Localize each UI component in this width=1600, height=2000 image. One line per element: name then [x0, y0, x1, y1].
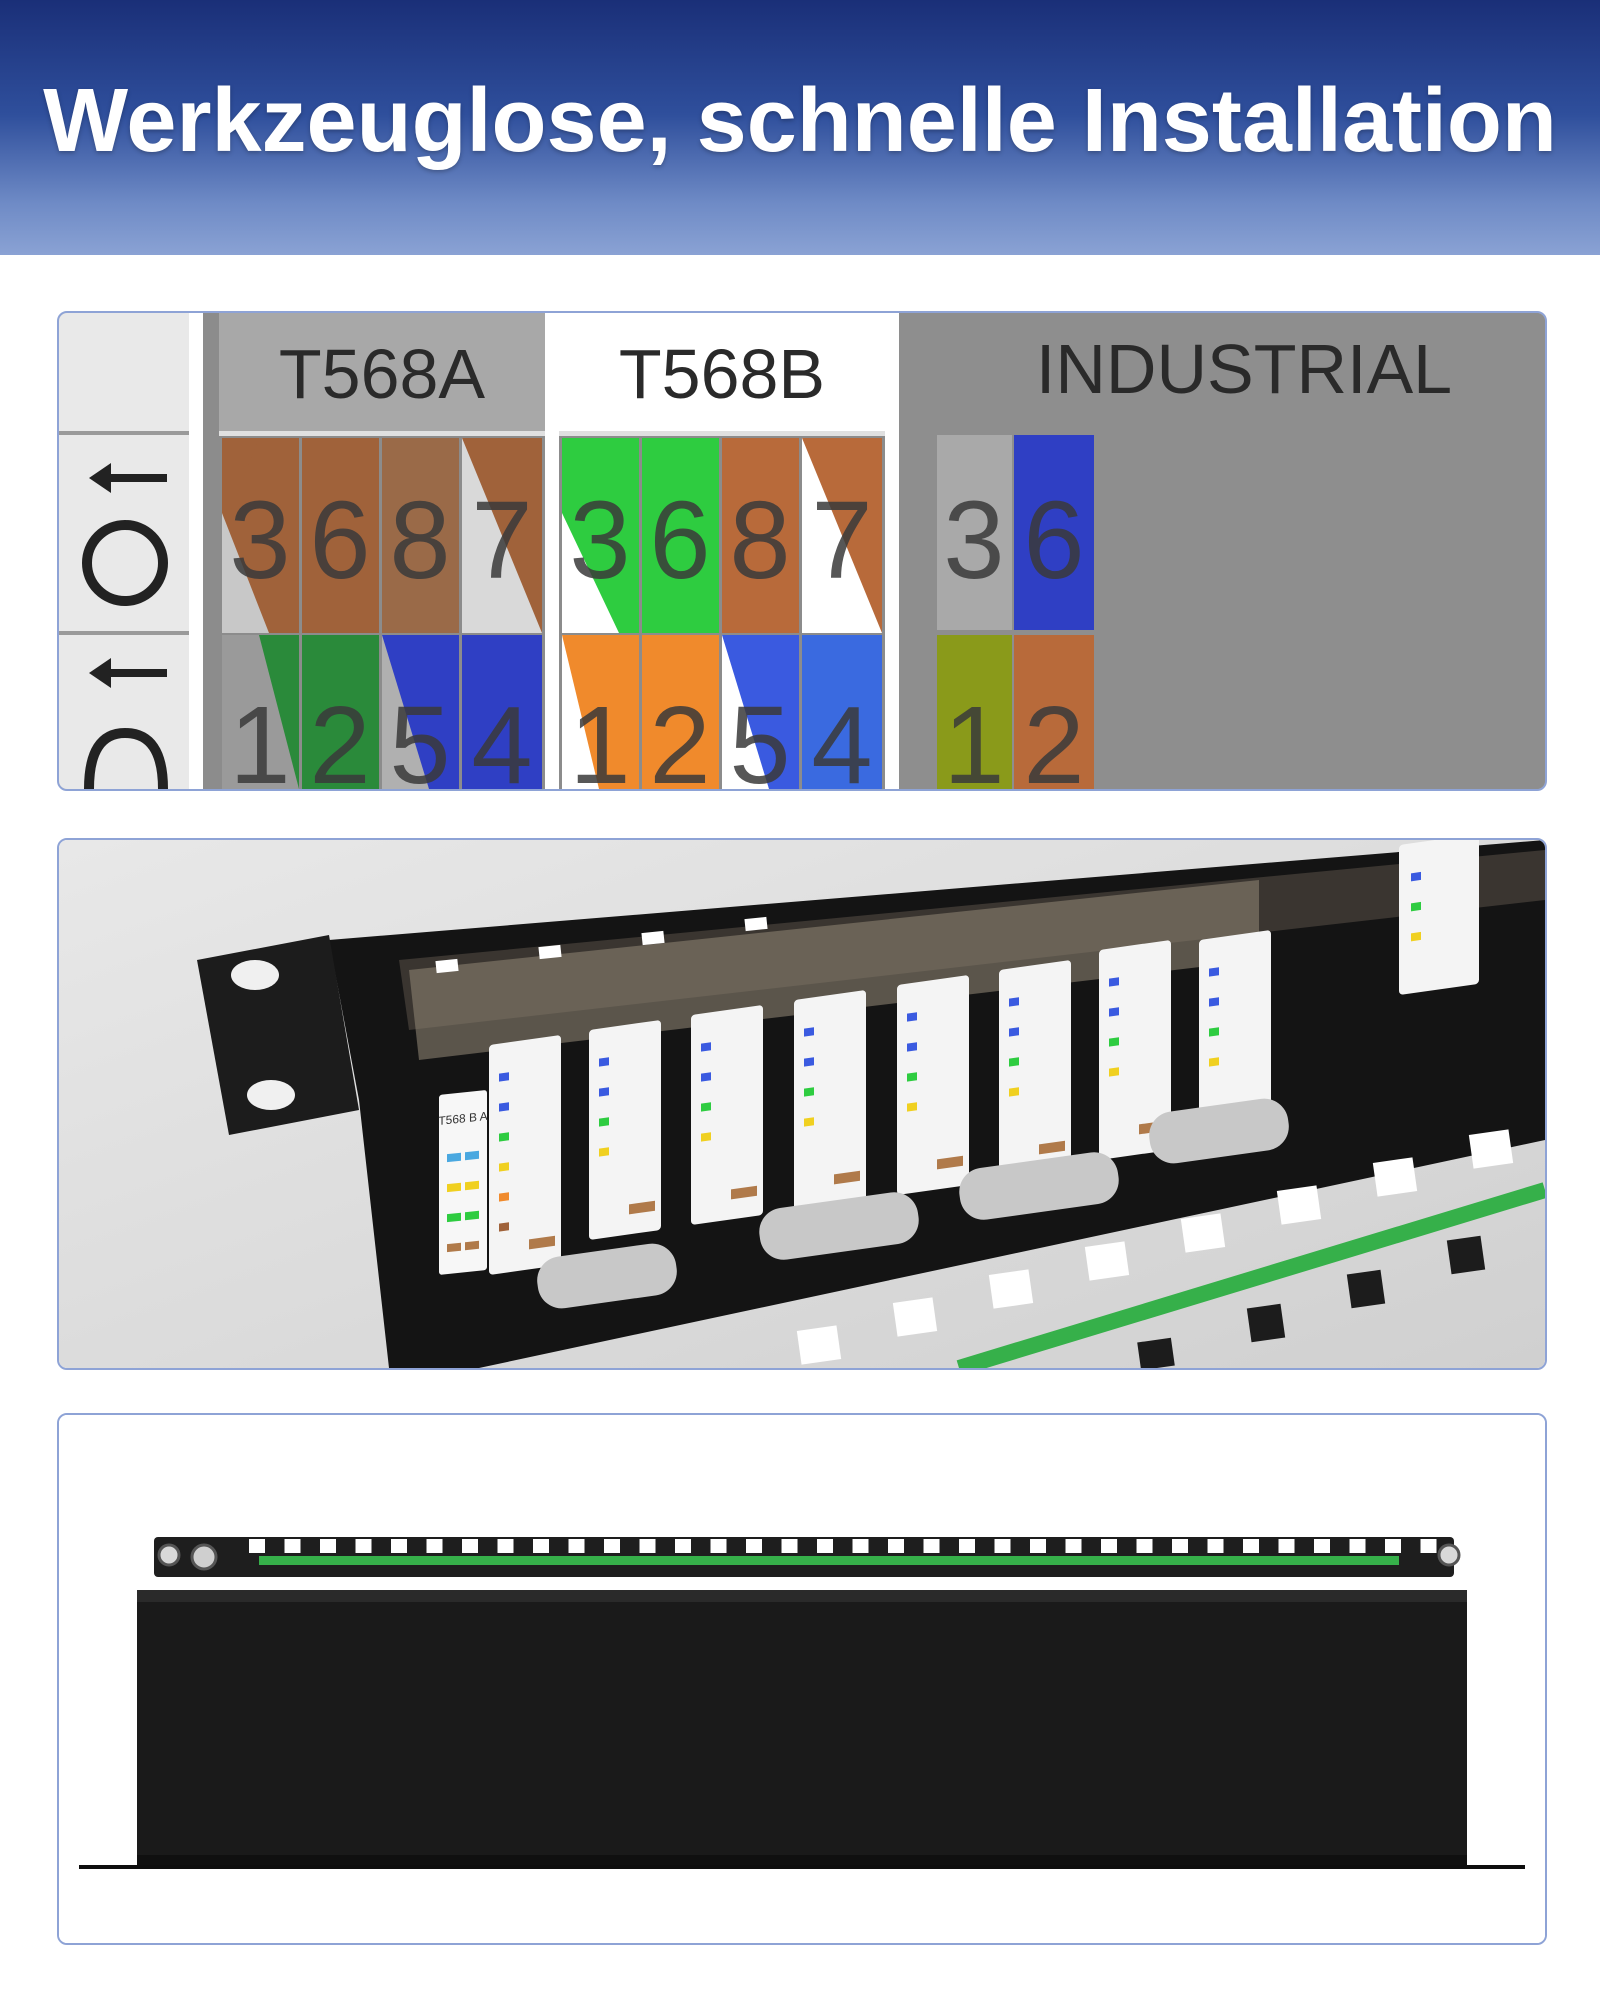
- t568a-pin-top-3: 8: [389, 479, 450, 602]
- screw-icon: [157, 1543, 181, 1567]
- rear-slot: [675, 1539, 691, 1553]
- t568a-pin-bottom-4: 4: [471, 684, 532, 789]
- arrow-out-icon: [82, 463, 168, 606]
- rack-ear-hole-icon: [231, 960, 279, 990]
- patch-panel-angled-illustration: T568 B A: [59, 840, 1545, 1368]
- rear-slot: [497, 1539, 514, 1553]
- rear-slot: [1207, 1539, 1224, 1553]
- rear-slot: [1314, 1539, 1330, 1553]
- industrial-pin-top-1: 3: [943, 479, 1004, 602]
- t568a-block: T568A 3 6 8 7 1 2 5: [219, 313, 545, 789]
- rear-slot: [1030, 1539, 1046, 1553]
- rear-slot: [639, 1539, 656, 1553]
- rear-slot: [1136, 1539, 1153, 1553]
- t568a-pin-bottom-2: 2: [309, 684, 370, 789]
- rear-slot: [1420, 1539, 1437, 1553]
- ground-wire: [956, 1182, 1545, 1368]
- rear-slot: [1243, 1539, 1259, 1553]
- industrial-pin-top-2: 6: [1023, 479, 1084, 602]
- rear-slot: [852, 1539, 869, 1553]
- t568a-pin-bottom-1: 1: [229, 684, 290, 789]
- wiring-chart-panel: T568A 3 6 8 7 1 2 5: [57, 311, 1547, 791]
- rear-slot: [923, 1539, 940, 1553]
- rear-slot: [959, 1539, 975, 1553]
- rear-slot: [284, 1539, 301, 1553]
- t568a-pin-top-4: 7: [471, 479, 532, 602]
- t568b-pin-top-3: 8: [729, 479, 790, 602]
- keystone-label: T568 B A: [438, 1109, 487, 1128]
- patch-panel-rear-illustration: [59, 1415, 1545, 1943]
- wiring-chart-illustration: T568A 3 6 8 7 1 2 5: [59, 313, 1545, 789]
- t568b-pin-bottom-3: 5: [729, 684, 790, 789]
- rear-slot: [426, 1539, 443, 1553]
- rear-slot: [568, 1539, 585, 1553]
- cable-clamps: [537, 1098, 1289, 1309]
- rear-slot: [462, 1539, 478, 1553]
- t568b-label: T568B: [619, 335, 825, 413]
- rear-slot: [1278, 1539, 1295, 1553]
- rear-slot: [249, 1539, 265, 1553]
- banner-title: Werkzeuglose, schnelle Installation: [43, 71, 1557, 171]
- rear-slot: [355, 1539, 372, 1553]
- t568b-pin-top-4: 7: [811, 479, 872, 602]
- rear-slot: [817, 1539, 833, 1553]
- patch-panel-angled-panel: T568 B A: [57, 838, 1547, 1370]
- t568b-block: T568B 3 6 8 7 1 2 5 4: [559, 313, 885, 789]
- rear-slots: [249, 1539, 1437, 1553]
- rear-slot: [1385, 1539, 1401, 1553]
- t568a-pin-top-2: 6: [309, 479, 370, 602]
- screw-icon: [190, 1543, 218, 1571]
- patch-panel-rear-panel: [57, 1413, 1547, 1945]
- t568a-label: T568A: [279, 335, 486, 413]
- t568a-pin-top-1: 3: [229, 479, 290, 602]
- rear-slot: [1172, 1539, 1188, 1553]
- industrial-pin-bottom-2: 2: [1023, 684, 1084, 789]
- t568b-pin-top-1: 3: [569, 479, 630, 602]
- rear-slot: [1101, 1539, 1117, 1553]
- industrial-label: INDUSTRIAL: [1036, 330, 1452, 408]
- rear-slot: [1065, 1539, 1082, 1553]
- rack-ear-hole-icon: [247, 1080, 295, 1110]
- title-banner: Werkzeuglose, schnelle Installation: [0, 0, 1600, 255]
- rear-slot: [604, 1539, 620, 1553]
- rear-slot: [888, 1539, 904, 1553]
- industrial-pin-bottom-1: 1: [943, 684, 1004, 789]
- t568b-pin-bottom-1: 1: [569, 684, 630, 789]
- rear-slot: [994, 1539, 1011, 1553]
- rear-slot: [391, 1539, 407, 1553]
- t568b-pin-top-2: 6: [649, 479, 710, 602]
- industrial-block: INDUSTRIAL 3 6 1 2: [899, 313, 1545, 789]
- rear-slot: [746, 1539, 762, 1553]
- arrow-in-icon: [84, 658, 168, 789]
- t568b-pin-bottom-4: 4: [811, 684, 872, 789]
- screw-icon: [1437, 1543, 1461, 1567]
- t568b-pin-bottom-2: 2: [649, 684, 710, 789]
- rear-slot: [1349, 1539, 1366, 1553]
- port-openings: [796, 1129, 1514, 1365]
- rear-slot: [710, 1539, 727, 1553]
- ground-wire: [259, 1556, 1399, 1565]
- t568a-pin-bottom-3: 5: [389, 684, 450, 789]
- rear-slot: [781, 1539, 798, 1553]
- keystone-modules: [489, 840, 1479, 1275]
- rear-slot: [320, 1539, 336, 1553]
- rear-slot: [533, 1539, 549, 1553]
